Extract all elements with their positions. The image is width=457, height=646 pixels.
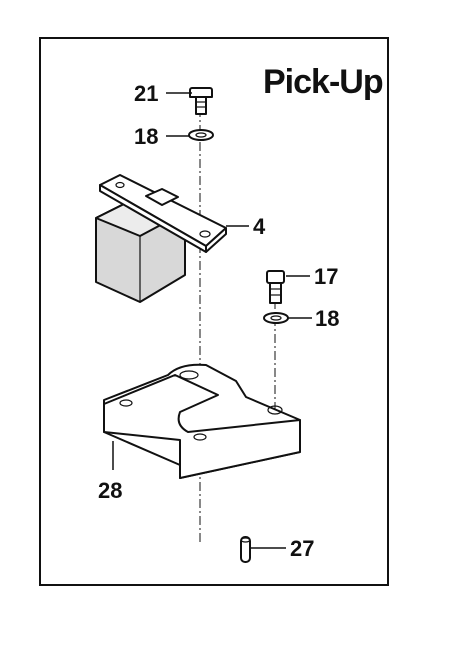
diagram-title: Pick-Up xyxy=(263,63,383,101)
washer-18-lower xyxy=(263,312,289,324)
callout-18-top: 18 xyxy=(134,124,158,149)
callout-27: 27 xyxy=(290,536,314,561)
mounting-bracket-28 xyxy=(103,363,301,479)
callout-21: 21 xyxy=(134,81,158,106)
callout-4: 4 xyxy=(253,214,266,239)
diagram-frame xyxy=(39,37,389,586)
pin-27 xyxy=(240,536,251,563)
callout-17: 17 xyxy=(314,264,338,289)
callout-18-lower: 18 xyxy=(315,306,339,331)
screw-21 xyxy=(189,87,213,115)
pickup-block-4 xyxy=(95,174,227,303)
washer-18-top xyxy=(188,129,214,141)
callout-28: 28 xyxy=(98,478,122,503)
bolt-17 xyxy=(266,270,285,304)
